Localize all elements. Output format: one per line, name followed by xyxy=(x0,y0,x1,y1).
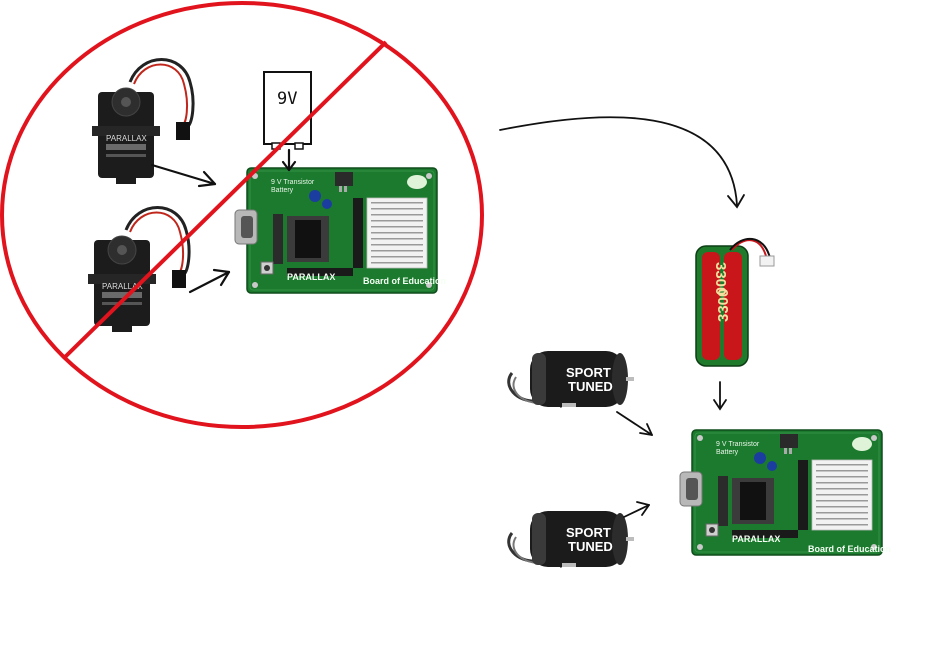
motor-brand-line2: TUNED xyxy=(568,539,613,554)
arrow-motor-bottom-to-board xyxy=(623,504,650,518)
nine-volt-battery: 9V xyxy=(263,71,312,150)
arrow-head xyxy=(636,501,650,516)
servo-brand-label: PARALLAX xyxy=(102,282,143,291)
board-brand: PARALLAX xyxy=(732,534,780,544)
board-footer: Board of Education xyxy=(363,276,446,286)
arrow-servo-top-to-board xyxy=(150,163,217,186)
prohibited-setup: PARALLAX PARALLAX 9V 9 V Transistor Batt… xyxy=(0,1,484,429)
dc-motor-top: SPORT TUNED xyxy=(507,349,636,409)
control-board-left: 9 V Transistor Battery PARALLAX Board of… xyxy=(234,167,446,294)
arrow-head xyxy=(639,423,653,436)
arrow-motor-top-to-board xyxy=(616,411,653,436)
recommended-setup: 3300 3300 SPORT TUNED SPORT TUNED xyxy=(507,237,891,569)
motor-brand-line1: SPORT xyxy=(566,365,611,380)
servo-brand-label: PARALLAX xyxy=(106,134,147,143)
arrow-head xyxy=(197,170,217,188)
curved-arrow-to-new-setup xyxy=(499,116,745,209)
board-title: 9 V Transistor xyxy=(716,441,760,448)
battery-rating-label: 3300 xyxy=(715,289,732,322)
control-board-right: 9 V Transistor Battery PARALLAX Board of… xyxy=(679,429,891,556)
board-title: 9 V Transistor xyxy=(271,179,315,186)
board-footer: Board of Education xyxy=(808,544,891,554)
board-subtitle: Battery xyxy=(271,187,294,194)
arrow-head xyxy=(281,160,297,172)
prohibition-sign xyxy=(0,1,484,429)
arrow-servo-bottom-to-board xyxy=(188,270,231,294)
arrow-head xyxy=(212,268,231,287)
battery-pack: 3300 3300 xyxy=(695,237,775,367)
servo-motor-bottom: PARALLAX xyxy=(86,206,191,334)
board-brand: PARALLAX xyxy=(287,272,335,282)
servo-motor-top: PARALLAX xyxy=(90,58,195,186)
battery-rating-label: 3300 xyxy=(712,262,729,295)
battery-voltage-label: 9V xyxy=(277,89,297,109)
dc-motor-bottom: SPORT TUNED xyxy=(507,509,636,569)
motor-brand-line1: SPORT xyxy=(566,525,611,540)
motor-brand-line2: TUNED xyxy=(568,379,613,394)
arrow-pack-to-board xyxy=(713,381,727,411)
board-subtitle: Battery xyxy=(716,449,739,456)
